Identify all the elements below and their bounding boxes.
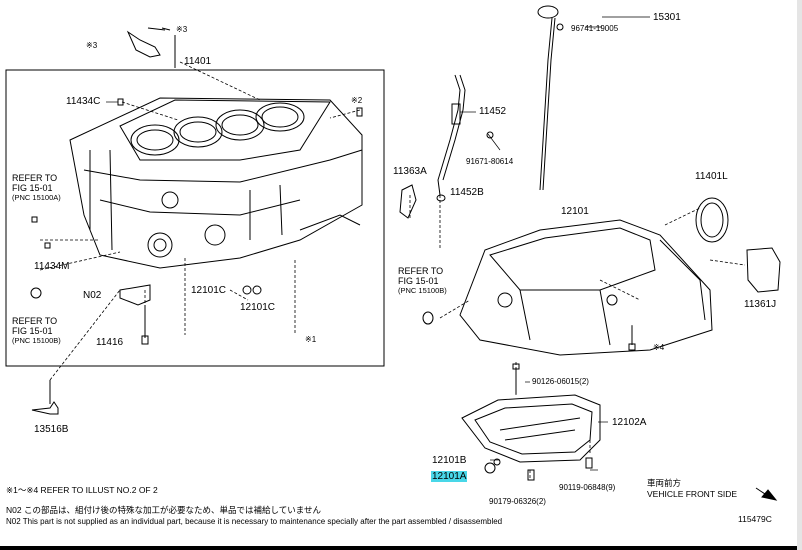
refer-line3: (PNC 15100A) [12, 193, 61, 202]
part-11434m-label[interactable]: 11434M [34, 261, 70, 272]
refer-line1: REFER TO [12, 316, 58, 326]
oil-level-gauge [537, 5, 564, 191]
rear-oil-seal [695, 197, 729, 243]
n02-note-en: N02 This part is not supplied as an indi… [6, 517, 503, 526]
vehicle-front-jp: 車両前方 [647, 478, 682, 488]
refer-block-15100a[interactable]: REFER TO FIG 15-01 (PNC 15100A) [12, 173, 61, 203]
part-96741-19005-label[interactable]: 96741-19005 [571, 24, 619, 33]
part-12101b-label[interactable]: 12101B [432, 455, 467, 466]
part-11363a-label[interactable]: 11363A [393, 166, 427, 177]
part-11452b-label[interactable]: 11452B [450, 187, 484, 198]
oil-pan-upper [422, 219, 713, 356]
part-90126-06015-label[interactable]: 90126-06015(2) [532, 377, 589, 386]
part-15301-label[interactable]: 15301 [653, 12, 681, 23]
part-12101c-b-label[interactable]: 12101C [240, 302, 276, 313]
marker-2-label: ※2 [351, 96, 363, 105]
part-11361j-label[interactable]: 11361J [744, 299, 777, 310]
vehicle-front-en: VEHICLE FRONT SIDE [647, 489, 738, 499]
part-13516b-label[interactable]: 13516B [34, 424, 69, 435]
bearing-cap-n02 [119, 284, 151, 306]
figure-code: 115479C [738, 514, 772, 524]
refer-line2: FIG 15-01 [398, 276, 439, 286]
leader-lines [39, 61, 746, 480]
refer-block-15100b-mid[interactable]: REFER TO FIG 15-01 (PNC 15100B) [398, 266, 447, 296]
oil-pan-lower [461, 363, 601, 481]
part-11452-label[interactable]: 11452 [479, 106, 507, 117]
cover-11361j [746, 247, 781, 293]
block-small-parts [30, 27, 363, 345]
refer-line1: REFER TO [12, 173, 58, 183]
part-91671-80614-label[interactable]: 91671-80614 [466, 157, 514, 166]
ref-note: ※1～※4 REFER TO ILLUST NO.2 OF 2 [6, 485, 158, 495]
bottom-border [0, 546, 802, 550]
refer-line3: (PNC 15100B) [398, 286, 447, 295]
marker-4-label: ※4 [653, 343, 665, 352]
part-90179-06326-label[interactable]: 90179-06326(2) [489, 497, 546, 506]
part-90119-06848-label[interactable]: 90119-06848(9) [559, 483, 616, 492]
part-12101c-a-label[interactable]: 12101C [191, 285, 227, 296]
marker-3b-label: ※3 [86, 41, 98, 50]
part-12101a-label[interactable]: 12101A [431, 471, 468, 482]
part-11401-label[interactable]: 11401 [184, 56, 212, 67]
label-leaders [106, 16, 650, 471]
refer-block-15100b-left[interactable]: REFER TO FIG 15-01 (PNC 15100B) [12, 316, 61, 346]
refer-line3: (PNC 15100B) [12, 336, 61, 345]
refer-line2: FIG 15-01 [12, 183, 53, 193]
vehicle-front-arrow [755, 487, 778, 501]
refer-line1: REFER TO [398, 266, 444, 276]
oil-gauge-guide [399, 74, 494, 219]
engine-block-frame [5, 69, 385, 367]
refer-line2: FIG 15-01 [12, 326, 53, 336]
part-12102a-label[interactable]: 12102A [612, 417, 647, 428]
cylinder-block [69, 97, 363, 269]
scrollbar-track[interactable] [797, 0, 802, 550]
part-12101-label[interactable]: 12101 [561, 206, 589, 217]
part-11434c-label[interactable]: 11434C [66, 96, 101, 107]
sensor-13516b [31, 380, 59, 415]
part-11401l-label[interactable]: 11401L [695, 171, 728, 182]
marker-1-label: ※1 [305, 335, 317, 344]
n02-note-jp: N02 この部品は、組付け後の特殊な加工が必要なため、単品では補給していません [6, 505, 321, 515]
marker-3a-label: ※3 [176, 25, 188, 34]
part-11416-label[interactable]: 11416 [96, 337, 124, 348]
part-n02-label[interactable]: N02 [83, 290, 102, 301]
